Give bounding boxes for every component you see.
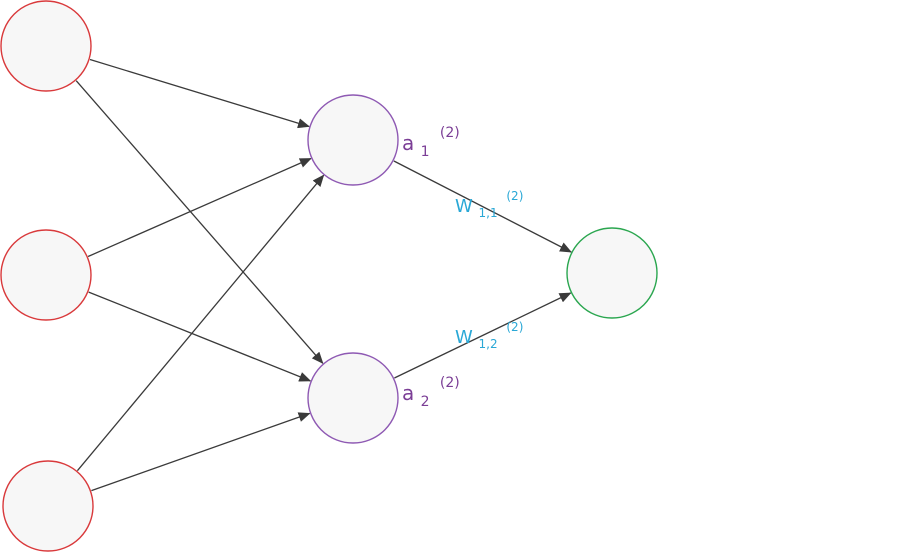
a2-subscript: 2 (421, 394, 430, 410)
activation-label-a1: a 1 (2) (402, 125, 460, 161)
w11-subscript: 1,1 (479, 206, 498, 220)
activation-label-a2: a 2 (2) (402, 375, 460, 411)
edge-input-node-2-to-hidden-node-2 (88, 291, 312, 382)
w12-base: W (455, 327, 473, 348)
nodes (0, 0, 658, 552)
output-node (566, 227, 658, 319)
edge-hidden-node-2-to-output-node (394, 292, 572, 379)
w11-base: W (455, 196, 473, 217)
edge-input-node-3-to-hidden-node-2 (91, 412, 311, 492)
input-node-2 (0, 229, 92, 321)
edge-input-node-3-to-hidden-node-1 (76, 174, 325, 472)
input-node-1 (0, 0, 92, 92)
edge-input-node-1-to-hidden-node-2 (75, 80, 324, 365)
hidden-node-1 (307, 94, 399, 186)
a2-base: a (402, 381, 414, 405)
edge-input-node-2-to-hidden-node-1 (87, 157, 312, 258)
a1-base: a (402, 131, 414, 155)
a1-subscript: 1 (421, 144, 430, 160)
w12-superscript: (2) (506, 320, 523, 334)
w11-superscript: (2) (506, 189, 523, 203)
edge-hidden-node-1-to-output-node (393, 160, 572, 253)
a1-superscript: (2) (440, 125, 460, 141)
labels: a 1 (2) a 2 (2) W 1,1 (2) W 1,2 (2) (402, 125, 523, 411)
weight-label-w11: W 1,1 (2) (455, 189, 523, 222)
weight-label-w12: W 1,2 (2) (455, 320, 523, 353)
input-node-3 (2, 460, 94, 552)
a2-superscript: (2) (440, 375, 460, 391)
hidden-node-2 (307, 352, 399, 444)
edge-input-node-1-to-hidden-node-1 (89, 58, 310, 129)
connections (75, 58, 572, 492)
w12-subscript: 1,2 (479, 337, 498, 351)
